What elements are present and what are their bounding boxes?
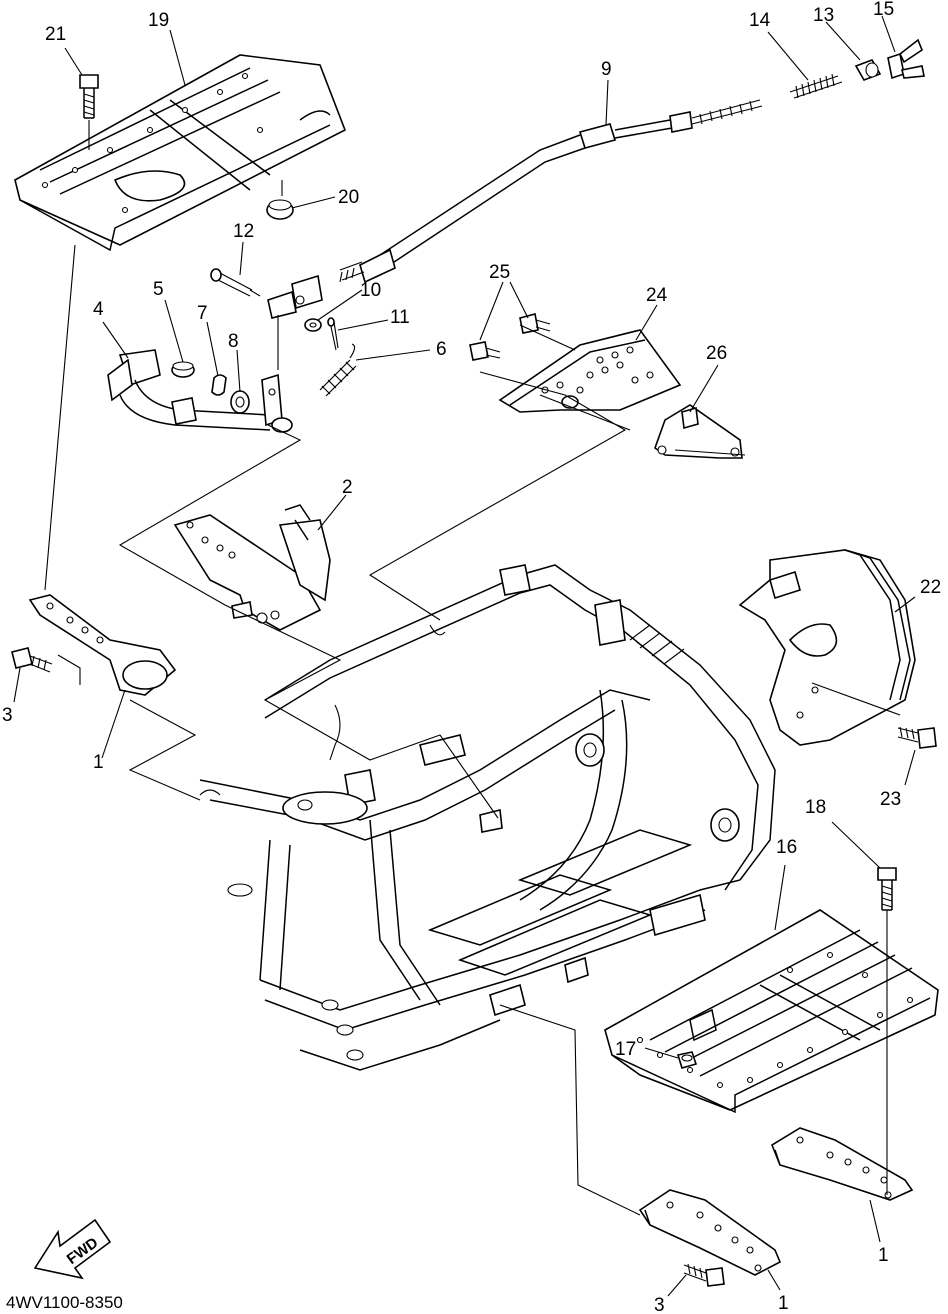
- brake-pedal-4: [107, 349, 293, 433]
- cap-5: [171, 361, 195, 378]
- callout-2: 2: [342, 477, 353, 498]
- nut-17: [676, 1051, 698, 1069]
- footrest-bracket-1-lower-center: [638, 1189, 782, 1276]
- mudguard-22: [738, 549, 916, 746]
- callout-12: 12: [233, 221, 255, 242]
- forward-direction-arrow: FWD: [33, 1218, 112, 1280]
- callout-23: 23: [880, 789, 902, 810]
- callout-3-bottom: 3: [654, 1295, 665, 1314]
- leader-lines: [13, 15, 916, 1297]
- callout-17: 17: [615, 1039, 637, 1060]
- spring-6: [319, 343, 357, 397]
- callout-9: 9: [601, 59, 612, 80]
- callout-19: 19: [148, 10, 170, 31]
- washer-10: [304, 318, 322, 332]
- callout-15: 15: [873, 0, 895, 20]
- callout-11: 11: [390, 307, 410, 328]
- callout-3-left: 3: [2, 705, 13, 726]
- callout-24: 24: [646, 285, 668, 306]
- floorboard-left: [14, 54, 347, 252]
- washer-8: [230, 390, 250, 414]
- cotter-pin-11: [327, 317, 339, 351]
- bolt-23: [897, 726, 937, 749]
- bolt-21: [79, 74, 99, 150]
- bolt-3-lower: [683, 1263, 725, 1287]
- callout-10: 10: [360, 280, 382, 301]
- callout-16: 16: [776, 837, 798, 858]
- assembly-lines: [44, 244, 901, 1216]
- clip-7: [211, 374, 227, 396]
- pedal-bracket-2: [173, 504, 331, 631]
- bolt-3-left: [11, 647, 53, 673]
- callout-8: 8: [228, 331, 239, 352]
- callout-18: 18: [805, 797, 827, 818]
- callout-7: 7: [197, 303, 208, 324]
- bolt-25-a: [469, 341, 501, 361]
- grommet-20: [266, 180, 294, 220]
- callout-6: 6: [436, 339, 447, 360]
- bolt-25-b: [519, 313, 551, 334]
- callout-14: 14: [749, 10, 771, 31]
- spring-14: [789, 73, 843, 99]
- wing-nut-15: [887, 38, 925, 80]
- callout-1-bottom: 1: [778, 1293, 789, 1314]
- floorboard-right: [604, 909, 939, 1114]
- callout-21: 21: [45, 24, 67, 45]
- callout-13: 13: [813, 5, 835, 26]
- pin-12: [210, 268, 261, 297]
- nut-13: [854, 59, 882, 81]
- bolt-18: [877, 867, 897, 911]
- diagram-code: 4WV1100-8350: [6, 1293, 123, 1312]
- footrest-bracket-1-lower-right: [771, 1127, 914, 1201]
- stay-26: [654, 404, 743, 459]
- callout-4: 4: [93, 299, 104, 320]
- brake-cable-9: [267, 99, 763, 319]
- footrest-bracket-1-left: [28, 594, 177, 696]
- callout-5: 5: [153, 279, 164, 300]
- callout-1-right: 1: [878, 1245, 889, 1266]
- frame-assembly: [199, 564, 776, 1071]
- callout-22: 22: [920, 577, 942, 598]
- heel-plate-24: [498, 329, 682, 413]
- callout-26: 26: [706, 343, 728, 364]
- callout-20: 20: [338, 187, 360, 208]
- callout-1-left: 1: [93, 752, 104, 773]
- callout-25: 25: [489, 262, 511, 283]
